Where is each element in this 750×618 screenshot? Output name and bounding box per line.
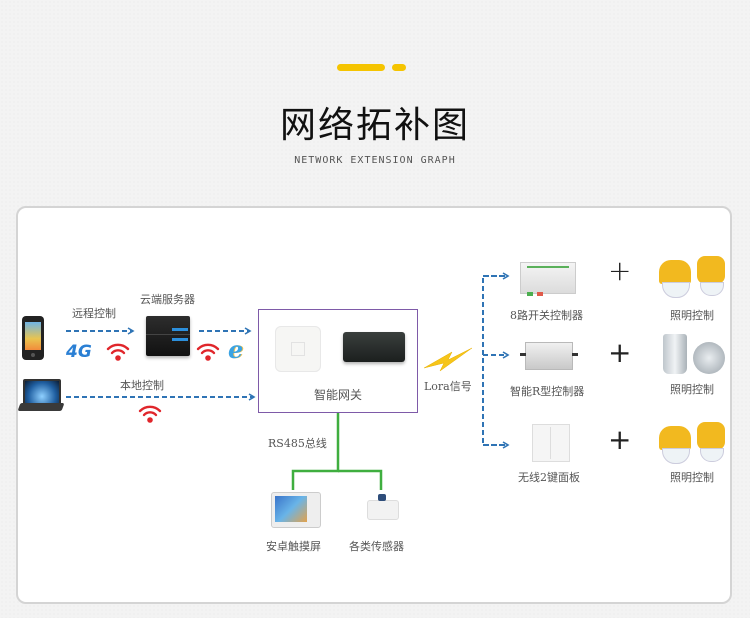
cloud-server-icon xyxy=(146,316,190,356)
yellow-lamp-icon xyxy=(659,422,729,464)
controller-label-1: 8路开关控制器 xyxy=(510,309,583,322)
sensor-label: 各类传感器 xyxy=(349,540,404,553)
rs485-bus-line xyxy=(291,413,340,490)
controller-label-3: 无线2键面板 xyxy=(518,471,580,484)
controller-label-2: 智能R型控制器 xyxy=(510,385,585,398)
lighting-label-2: 照明控制 xyxy=(670,383,714,396)
smart-gateway-box[interactable]: 智能网关 xyxy=(258,309,418,413)
lightning-icon xyxy=(423,347,473,372)
accent-bar-short xyxy=(392,64,406,71)
wall-switch-icon[interactable] xyxy=(532,424,570,462)
yellow-lamp-icon xyxy=(659,256,729,298)
4g-badge: 4G xyxy=(66,342,92,362)
touch-screen-label: 安卓触摸屏 xyxy=(266,540,321,553)
silver-lamp-icon xyxy=(663,334,729,378)
laptop-icon xyxy=(17,379,65,415)
smartphone-icon xyxy=(22,316,44,360)
accent-bar-long xyxy=(337,64,385,71)
rs485-bus-line-2 xyxy=(338,469,383,490)
wifi-icon xyxy=(106,343,130,361)
page-subtitle: NETWORK EXTENSION GRAPH xyxy=(294,155,456,166)
touch-screen-icon xyxy=(271,492,321,528)
lora-label: Lora信号 xyxy=(424,380,472,393)
cloud-server-label: 云端服务器 xyxy=(140,293,195,306)
gateway-box-icon xyxy=(343,332,405,362)
gateway-router-icon xyxy=(275,326,321,372)
rs485-bus-label: RS485总线 xyxy=(268,437,327,450)
ie-letter: e xyxy=(228,335,244,364)
gateway-label: 智能网关 xyxy=(313,388,362,402)
local-control-label: 本地控制 xyxy=(120,379,164,392)
lighting-label-1: 照明控制 xyxy=(670,309,714,322)
switch-controller-icon[interactable] xyxy=(520,262,576,296)
plus-sign-1: + xyxy=(608,254,632,287)
wifi-icon xyxy=(138,405,162,423)
page-title: 网络拓补图 xyxy=(279,105,470,146)
plus-sign-3: + xyxy=(608,423,632,456)
sensor-icon xyxy=(359,494,405,524)
plus-sign-2: + xyxy=(608,336,632,369)
internet-explorer-icon: e xyxy=(228,338,243,362)
r-controller-icon[interactable] xyxy=(520,342,578,370)
wifi-icon xyxy=(196,343,220,361)
remote-control-label: 远程控制 xyxy=(72,307,116,320)
lighting-label-3: 照明控制 xyxy=(670,471,714,484)
